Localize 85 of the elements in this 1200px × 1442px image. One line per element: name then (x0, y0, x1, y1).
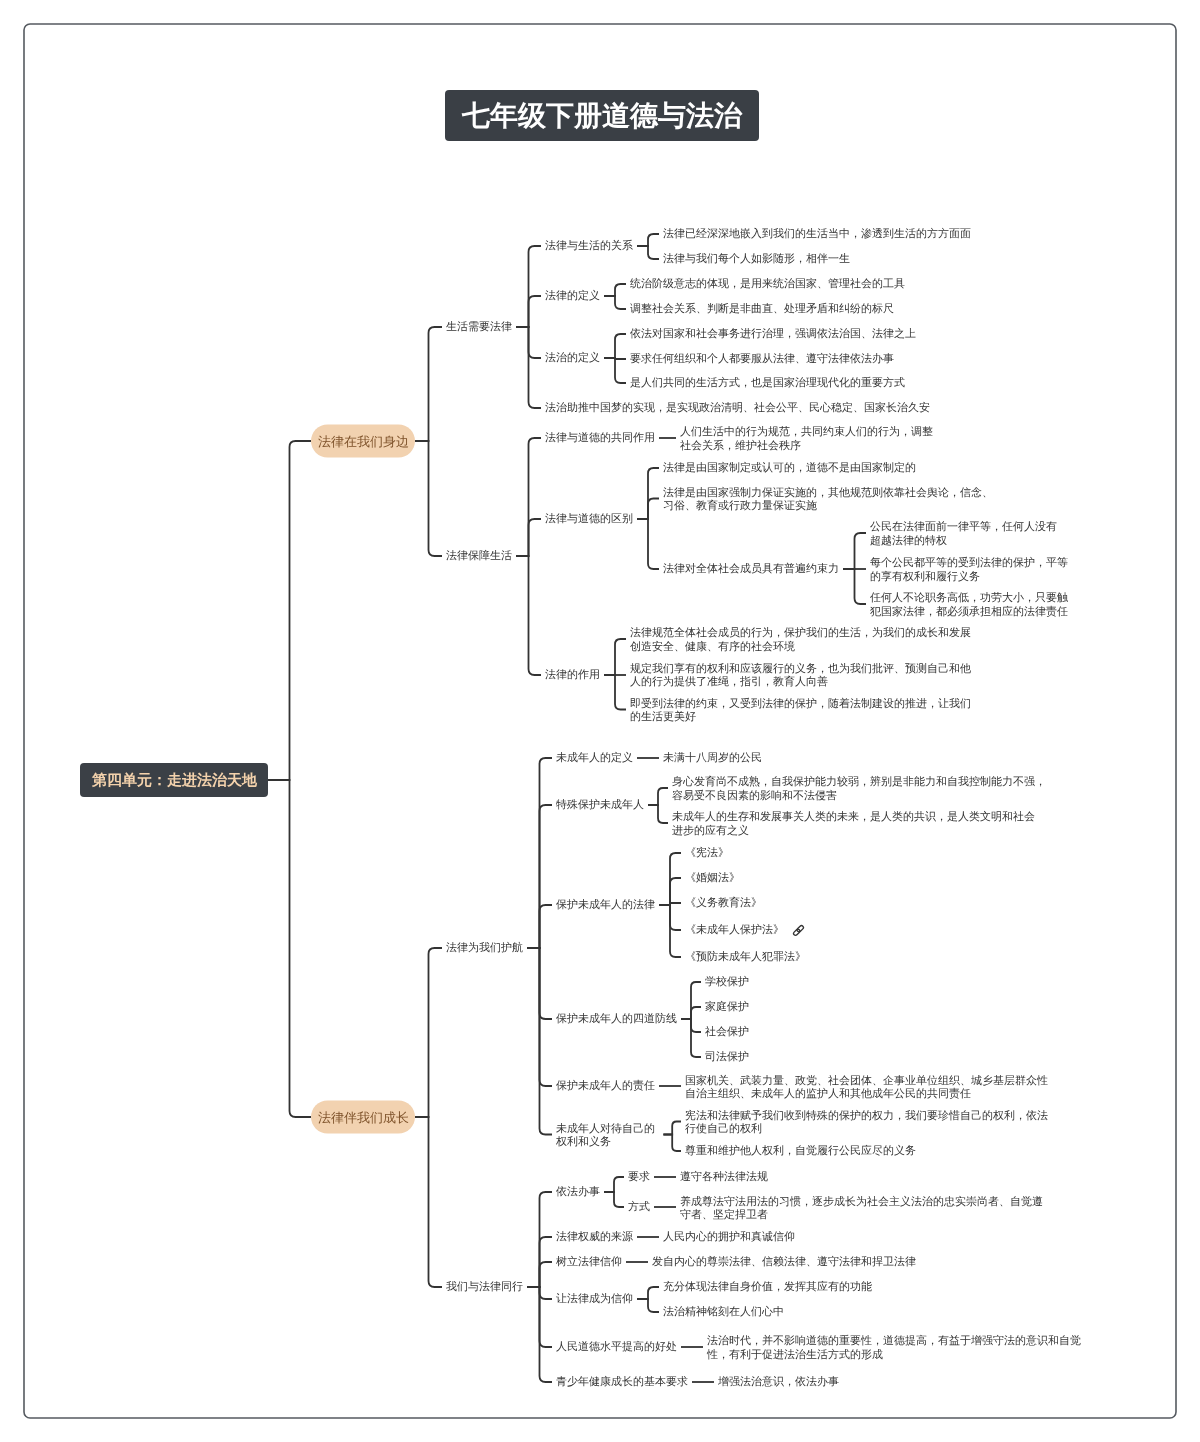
detail-text: 任何人不论职务高低，功劳大小，只要触犯国家法律，都必须承担相应的法律责任 (866, 589, 1077, 619)
detail-text: 充分体现法律自身价值，发挥其应有的功能 (659, 1279, 876, 1295)
topic-text: 依法办事 (552, 1184, 604, 1200)
detail-text: 法律是由国家制定或认可的，道德不是由国家制定的 (659, 460, 920, 476)
topic-text: 法律与道德的区别 (541, 511, 637, 527)
topic-text: 法律保障生活 (442, 548, 516, 564)
detail-text: 《未成年人保护法》 (681, 922, 788, 938)
topic-text: 未成年人的定义 (552, 750, 637, 766)
topic-text: 法律的作用 (541, 667, 604, 683)
detail-text: 统治阶级意志的体现，是用来统治国家、管理社会的工具 (626, 276, 909, 292)
detail-text: 《预防未成年人犯罪法》 (681, 949, 810, 965)
branch-line (603, 1191, 625, 1208)
detail-text: 国家机关、武装力量、政党、社会团体、企事业单位组织、城乡基层群众性自治主组织、未成年人的监护人和其他成年公民的共同责任 (681, 1072, 1057, 1101)
topic-text: 人民道德水平提高的好处 (552, 1339, 681, 1355)
topic-text: 保护未成年人的责任 (552, 1078, 659, 1094)
detail-text: 养成尊法守法用法的习惯，逐步成长为社会主义法治的忠实崇尚者、自觉遵守者、坚定捍卫者 (676, 1193, 1052, 1222)
branch-line (414, 440, 443, 557)
detail-text: 尊重和维护他人权利，自觉履行公民应尽的义务 (681, 1143, 920, 1159)
topic-text: 要求 (624, 1169, 654, 1185)
branch-line (515, 326, 542, 409)
detail-text: 法治精神铭刻在人们心中 (659, 1304, 788, 1320)
detail-text: 未满十八周岁的公民 (659, 750, 766, 766)
branch-line (691, 1381, 715, 1383)
topic-text: 保护未成年人的法律 (552, 897, 659, 913)
detail-text: 法律已经深深地嵌入到我们的生活当中，渗透到生活的方方面面 (659, 226, 975, 242)
detail-text: 人们生活中的行为规范，共同约束人们的行为，调整社会关系，维护社会秩序 (676, 423, 942, 453)
topic-text: 让法律成为信仰 (552, 1291, 637, 1307)
detail-text: 法治助推中国梦的实现，是实现政治清明、社会公平、民心稳定、国家长治久安 (541, 400, 934, 416)
title-banner: 七年级下册道德与法治 (445, 90, 759, 141)
topic-text: 我们与法律同行 (442, 1279, 527, 1295)
branch-line (653, 1176, 677, 1178)
detail-text: 每个公民都平等的受到法律的保护，平等的享有权利和履行义务 (866, 554, 1077, 584)
detail-text: 身心发育尚不成熟，自我保护能力较弱，辨别是非能力和自我控制能力不强，容易受不良因素的影响和不法侵害 (668, 773, 1055, 803)
detail-text: 公民在法律面前一律平等，任何人没有超越法律的特权 (866, 518, 1066, 548)
topic-text: 未成年人对待自己的权利和义务 (552, 1120, 664, 1149)
topic-text: 特殊保护未成年人 (552, 797, 648, 813)
topic-text: 树立法律信仰 (552, 1254, 626, 1270)
branch-line (653, 1206, 677, 1208)
branch-line (662, 1133, 682, 1152)
detail-text: 是人们共同的生活方式，也是国家治理现代化的重要方式 (626, 375, 909, 391)
detail-text: 依法对国家和社会事务进行治理，强调依法治国、法律之上 (626, 326, 920, 342)
detail-text: 法治时代，并不影响道德的重要性，道德提高，有益于增强守法的意识和自觉性，有利于促进法治生活方式的形成 (703, 1332, 1101, 1362)
branch-line (636, 757, 660, 759)
topic-text: 青少年健康成长的基本要求 (552, 1374, 692, 1390)
detail-text: 法律是由国家强制力保证实施的，其他规范则依靠社会舆论，信念、习俗、教育或行政力量保证实施 (659, 484, 1002, 513)
topic-text: 法律对全体社会成员具有普遍约束力 (659, 561, 843, 577)
detail-text: 发自内心的尊崇法律、信赖法律、遵守法律和捍卫法律 (648, 1254, 920, 1270)
topic-text: 法律为我们护航 (442, 940, 527, 956)
detail-text: 宪法和法律赋予我们收到特殊的保护的权力，我们要珍惜自己的权利，依法行使自己的权利 (681, 1107, 1057, 1136)
branch-line (414, 1116, 443, 1288)
detail-text: 调整社会关系、判断是非曲直、处理矛盾和纠纷的标尺 (626, 301, 898, 317)
topic-text: 保护未成年人的四道防线 (552, 1011, 681, 1027)
branch-line (680, 1018, 702, 1058)
branch-line (658, 437, 677, 439)
detail-text: 规定我们享有的权利和应该履行的义务，也为我们批评、预测自己和他人的行为提供了准绳，指引，教育人向善 (626, 660, 980, 689)
detail-text: 增强法治意识，依法办事 (714, 1374, 843, 1390)
branch-line (636, 1236, 660, 1238)
detail-text: 《义务教育法》 (681, 895, 766, 911)
detail-text: 法律规范全体社会成员的行为，保护我们的生活，为我们的成长和发展创造安全、健康、有序的社会环境 (626, 624, 980, 654)
detail-text: 要求任何组织和个人都要服从法律、遵守法律依法办事 (626, 351, 898, 367)
topic-text: 方式 (624, 1199, 654, 1215)
detail-text: 即受到法律的约束，又受到法律的保护，随着法制建设的推进，让我们的生活更美好 (626, 695, 980, 724)
topic-text: 法治的定义 (541, 350, 604, 366)
detail-text: 《宪法》 (681, 845, 733, 861)
topic-text: 法律与生活的关系 (541, 238, 637, 254)
detail-text: 法律与我们每个人如影随形，相伴一生 (659, 251, 854, 267)
topic-text: 生活需要法律 (442, 319, 516, 335)
detail-text: 人民内心的拥护和真诚信仰 (659, 1229, 799, 1245)
branch-line (647, 804, 669, 824)
topic-pill: 法律伴我们成长 (311, 1100, 415, 1134)
topic-text: 法律的定义 (541, 288, 604, 304)
central-topic-box: 第四单元：走进法治天地 (80, 763, 268, 797)
topic-text: 法律与道德的共同作用 (541, 430, 659, 446)
branch-line (625, 1261, 649, 1263)
detail-text: 遵守各种法律法规 (676, 1169, 772, 1185)
detail-text: 学校保护 (701, 974, 753, 990)
detail-text: 司法保护 (701, 1049, 753, 1065)
topic-text: 法律权威的来源 (552, 1229, 637, 1245)
branch-line (680, 1346, 704, 1348)
detail-text: 社会保护 (701, 1024, 753, 1040)
branch-line (658, 1085, 682, 1087)
detail-text: 未成年人的生存和发展事关人类的未来，是人类的共识，是人类文明和社会进步的应有之义 (668, 808, 1044, 838)
detail-text: 《婚姻法》 (681, 870, 744, 886)
detail-text: 家庭保护 (701, 999, 753, 1015)
topic-pill: 法律在我们身边 (311, 424, 415, 458)
